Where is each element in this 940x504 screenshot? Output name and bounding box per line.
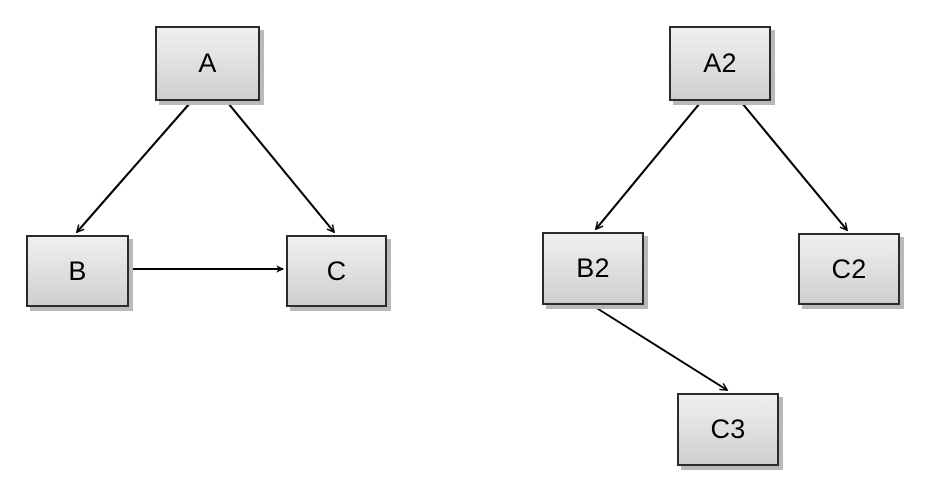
edge-a-to-b <box>77 102 191 232</box>
node-b[interactable]: B <box>26 235 129 307</box>
node-c3[interactable]: C3 <box>677 393 779 466</box>
node-c2-label: C2 <box>831 253 867 284</box>
node-a[interactable]: A <box>155 26 260 101</box>
edge-b2-to-c3 <box>594 306 727 390</box>
node-c2[interactable]: C2 <box>798 233 900 305</box>
node-a2[interactable]: A2 <box>669 26 771 101</box>
edge-a-to-c <box>227 102 334 232</box>
edge-a2-to-b2 <box>596 102 701 229</box>
node-b-label: B <box>68 255 87 286</box>
node-c[interactable]: C <box>286 235 387 307</box>
node-b2[interactable]: B2 <box>542 232 644 305</box>
node-a-label: A <box>198 48 217 78</box>
node-a2-label: A2 <box>703 48 737 78</box>
node-b2-label: B2 <box>576 253 610 283</box>
node-c-label: C <box>326 255 347 286</box>
edge-a2-to-c2 <box>741 102 847 230</box>
node-c3-label: C3 <box>710 414 746 444</box>
